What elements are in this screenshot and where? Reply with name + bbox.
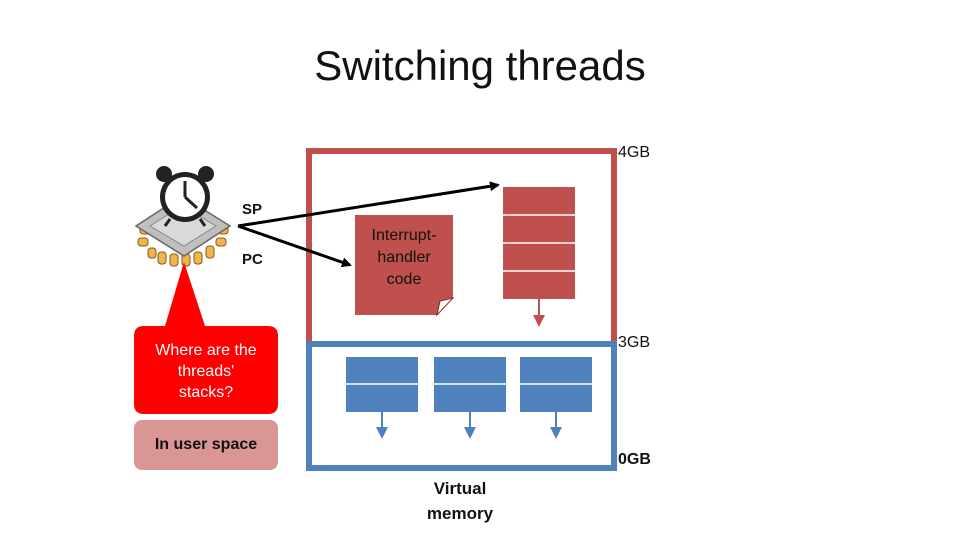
answer-text: In user space <box>154 436 258 453</box>
pc-arrow <box>237 224 352 268</box>
label-0gb: 0GB <box>618 451 651 468</box>
thread-stack-1 <box>346 357 418 439</box>
question-line-3: stacks? <box>178 384 234 401</box>
label-4gb: 4GB <box>618 144 651 161</box>
alarm-clock-icon <box>156 166 214 227</box>
virtual-memory-caption: Virtual memory <box>400 476 520 526</box>
cpu-chip-icon <box>134 195 232 267</box>
caption-line-1: Virtual <box>433 479 487 498</box>
interrupt-handler-line-1: Interrupt- <box>371 227 437 244</box>
interrupt-handler-code-box <box>355 215 455 317</box>
question-line-1: Where are the <box>155 342 257 359</box>
user-space-region <box>306 341 617 471</box>
slide-title: Switching threads <box>314 42 646 89</box>
sp-label: SP <box>242 201 263 218</box>
label-3gb: 3GB <box>618 334 651 351</box>
answer-box: In user space <box>134 420 278 470</box>
question-line-2: threads' <box>177 363 235 380</box>
interrupt-handler-line-3: code <box>386 271 422 288</box>
caption-line-2: memory <box>426 504 494 523</box>
interrupt-handler-line-2: handler <box>377 249 431 266</box>
question-callout-shape <box>134 262 278 414</box>
kernel-stack <box>503 187 575 327</box>
pc-label: PC <box>242 251 263 268</box>
interrupt-handler-label: Interrupt- handler code <box>355 225 453 291</box>
thread-stack-3 <box>520 357 592 439</box>
thread-stack-2 <box>434 357 506 439</box>
sp-arrow <box>237 181 500 228</box>
question-callout: Where are the threads' stacks? <box>134 340 278 403</box>
